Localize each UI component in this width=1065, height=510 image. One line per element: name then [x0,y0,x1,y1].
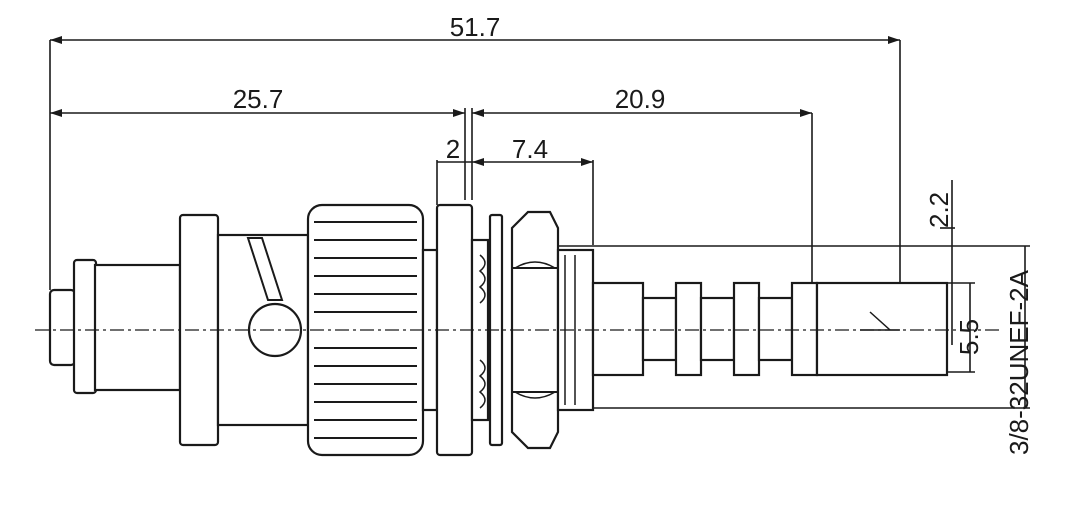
dim-rear-length: 25.7 [50,84,466,200]
label-panel-thickness: 2 [446,134,460,164]
dim-panel-and-mount: 2 7.4 [436,134,594,245]
dim-front-length: 20.9 [471,84,813,285]
knurl-lines [314,221,417,439]
label-tip-length: 2.2 [924,192,954,228]
label-thread-spec: 3/8-32UNEF-2A [1004,269,1034,455]
label-overall-length: 51.7 [450,12,501,42]
label-front-length: 20.9 [615,84,666,114]
label-mount-length: 7.4 [512,134,548,164]
label-rear-length: 25.7 [233,84,284,114]
dim-thread: 3/8-32UNEF-2A [555,245,1034,455]
label-tip-diameter: 5.5 [954,319,984,355]
dim-tip-length: 2.2 [924,180,955,345]
